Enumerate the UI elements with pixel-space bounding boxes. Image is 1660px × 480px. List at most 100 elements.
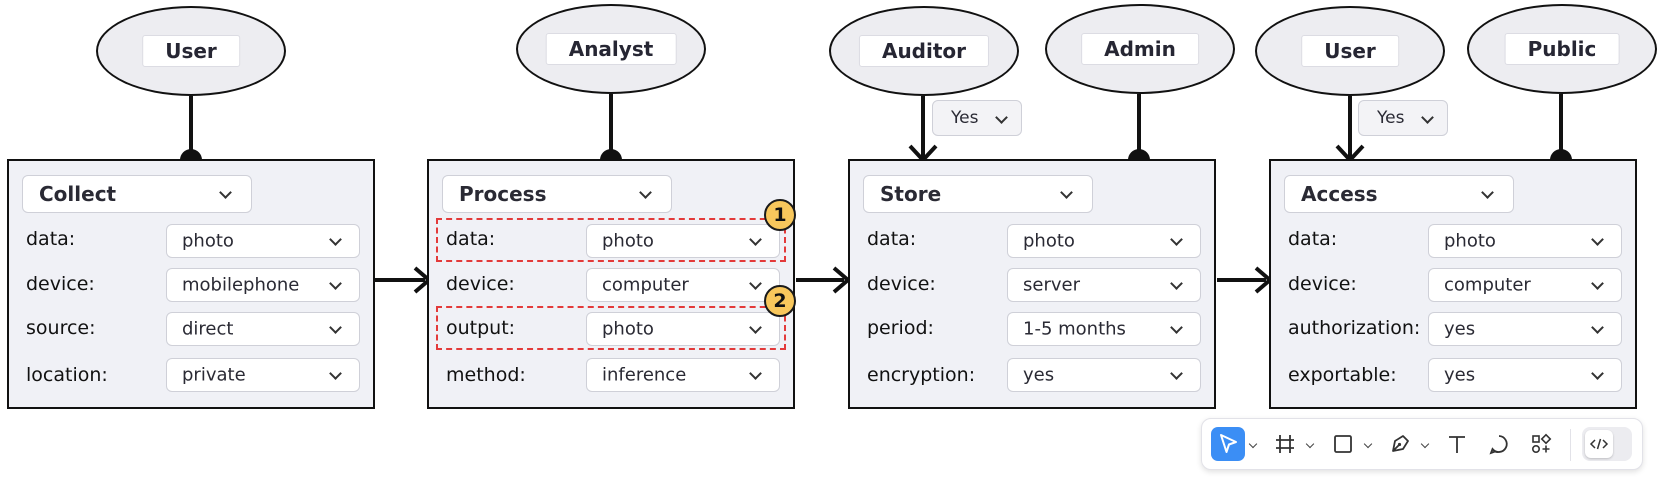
field-value: photo xyxy=(1023,230,1075,252)
frame-icon xyxy=(1276,435,1294,453)
stage-access: Access data: photo device: computer auth… xyxy=(1269,159,1637,409)
comment-tool-button[interactable] xyxy=(1482,427,1516,461)
actor-label: Public xyxy=(1504,33,1620,65)
field-label: source: xyxy=(26,317,96,339)
field-label: data: xyxy=(1288,228,1338,250)
field-value: yes xyxy=(1023,364,1055,386)
chevron-down-icon[interactable] xyxy=(1248,439,1258,449)
pen-tool-button[interactable] xyxy=(1383,427,1417,461)
frame-tool-button[interactable] xyxy=(1268,427,1302,461)
stage-title: Process xyxy=(459,182,547,206)
field-label: authorization: xyxy=(1288,317,1421,339)
components-tool-button[interactable] xyxy=(1524,427,1558,461)
field-value: private xyxy=(182,364,246,386)
chevron-down-icon xyxy=(329,367,342,380)
field-label: exportable: xyxy=(1288,364,1397,386)
actor-label: User xyxy=(1301,35,1399,67)
field-dropdown[interactable]: computer xyxy=(1428,268,1622,302)
condition-dropdown-user[interactable]: Yes xyxy=(1358,100,1448,136)
design-toolbar xyxy=(1201,418,1643,470)
comment-icon xyxy=(1489,435,1508,455)
annotation-badge-1: 1 xyxy=(764,199,796,231)
stage-type-dropdown[interactable]: Collect xyxy=(22,175,252,213)
field-value: yes xyxy=(1444,318,1476,340)
stage-type-dropdown[interactable]: Access xyxy=(1284,175,1514,213)
field-label: device: xyxy=(446,273,515,295)
chevron-down-icon xyxy=(1591,321,1604,334)
actor-public[interactable]: Public xyxy=(1467,4,1657,94)
field-label: data: xyxy=(26,228,76,250)
chevron-down-icon xyxy=(995,111,1008,124)
chevron-down-icon[interactable] xyxy=(1363,439,1373,449)
field-dropdown[interactable]: yes xyxy=(1428,312,1622,346)
field-dropdown[interactable]: photo xyxy=(586,312,780,346)
rectangle-tool-button[interactable] xyxy=(1326,427,1360,461)
chevron-down-icon xyxy=(1591,367,1604,380)
chevron-down-icon xyxy=(1481,186,1494,199)
field-dropdown[interactable]: inference xyxy=(586,358,780,392)
actor-auditor[interactable]: Auditor xyxy=(829,6,1019,96)
pointer-tool-button[interactable] xyxy=(1211,427,1245,461)
field-dropdown[interactable]: 1-5 months xyxy=(1007,312,1201,346)
stage-title: Collect xyxy=(39,182,117,206)
field-value: 1-5 months xyxy=(1023,318,1126,340)
chevron-down-icon xyxy=(1170,321,1183,334)
stage-process: Process data: photo device: computer out… xyxy=(427,159,795,409)
actor-label: User xyxy=(142,35,240,67)
chevron-down-icon[interactable] xyxy=(1305,439,1315,449)
chevron-down-icon xyxy=(1170,277,1183,290)
actor-admin[interactable]: Admin xyxy=(1045,4,1235,94)
stage-collect: Collect data: photo device: mobilephone … xyxy=(7,159,375,409)
chevron-down-icon xyxy=(329,321,342,334)
highlight-output-row xyxy=(436,306,786,350)
field-dropdown[interactable]: photo xyxy=(1428,224,1622,258)
field-label: device: xyxy=(26,273,95,295)
stage-title: Access xyxy=(1301,182,1378,206)
field-label: period: xyxy=(867,317,934,339)
text-tool-button[interactable] xyxy=(1440,427,1474,461)
condition-value: Yes xyxy=(1377,108,1405,128)
annotation-badge-2: 2 xyxy=(764,285,796,317)
actor-label: Admin xyxy=(1081,33,1199,65)
field-dropdown[interactable]: photo xyxy=(1007,224,1201,258)
chevron-down-icon xyxy=(329,233,342,246)
components-icon xyxy=(1532,433,1552,453)
field-dropdown[interactable]: photo xyxy=(586,224,780,258)
chevron-down-icon xyxy=(1591,233,1604,246)
field-label: output: xyxy=(446,317,516,339)
condition-dropdown-auditor[interactable]: Yes xyxy=(932,100,1022,136)
field-dropdown[interactable]: photo xyxy=(166,224,360,258)
highlight-data-row xyxy=(436,218,786,262)
chevron-down-icon[interactable] xyxy=(1420,439,1430,449)
chevron-down-icon xyxy=(749,367,762,380)
dev-mode-toggle[interactable] xyxy=(1582,427,1632,461)
chevron-down-icon xyxy=(1591,277,1604,290)
chevron-down-icon xyxy=(1170,367,1183,380)
field-dropdown[interactable]: private xyxy=(166,358,360,392)
field-value: computer xyxy=(602,274,689,296)
condition-value: Yes xyxy=(951,108,979,128)
chevron-down-icon xyxy=(329,277,342,290)
actor-user-2[interactable]: User xyxy=(1255,6,1445,96)
stage-type-dropdown[interactable]: Store xyxy=(863,175,1093,213)
stage-type-dropdown[interactable]: Process xyxy=(442,175,672,213)
field-dropdown[interactable]: server xyxy=(1007,268,1201,302)
field-label: device: xyxy=(1288,273,1357,295)
actor-user-1[interactable]: User xyxy=(96,6,286,96)
chevron-down-icon xyxy=(1170,233,1183,246)
field-dropdown[interactable]: yes xyxy=(1428,358,1622,392)
dev-mode-knob xyxy=(1585,430,1613,458)
pen-icon xyxy=(1392,435,1409,452)
pointer-icon xyxy=(1220,434,1237,453)
flow-arrow-store-access xyxy=(1217,266,1274,294)
field-label: data: xyxy=(867,228,917,250)
field-value: mobilephone xyxy=(182,274,300,296)
field-value: inference xyxy=(602,364,687,386)
field-dropdown[interactable]: yes xyxy=(1007,358,1201,392)
rectangle-icon xyxy=(1334,435,1352,453)
field-dropdown[interactable]: computer xyxy=(586,268,780,302)
field-dropdown[interactable]: mobilephone xyxy=(166,268,360,302)
field-dropdown[interactable]: direct xyxy=(166,312,360,346)
chevron-down-icon xyxy=(639,186,652,199)
actor-analyst[interactable]: Analyst xyxy=(516,4,706,94)
